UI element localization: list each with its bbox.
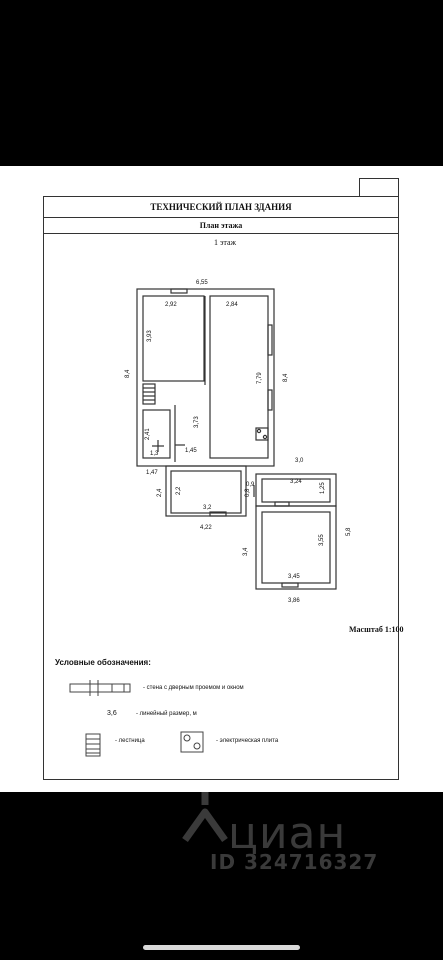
document-subtitle: План этажа (43, 218, 399, 234)
room1-wall (142, 295, 205, 382)
window (267, 324, 273, 356)
dim-door-height: 0,8 (245, 488, 251, 497)
dim-wc-width: 1,3 (150, 451, 159, 457)
window (267, 389, 273, 411)
room2-wall (209, 295, 269, 459)
dim-hall-width: 1,45 (185, 448, 197, 454)
window (274, 501, 290, 507)
document-frame (43, 196, 399, 780)
legend-title: Условные обозначения: (55, 658, 151, 667)
dim-wc-height: 2,41 (145, 428, 151, 440)
floor-label: 1 этаж (213, 238, 237, 247)
dim-room4-height: 1,25 (320, 482, 326, 494)
dim-room2-width: 2,84 (226, 302, 238, 308)
legend-stairs-icon (85, 733, 101, 757)
window (209, 511, 227, 517)
legend-stairs-text: - лестница (115, 738, 145, 744)
stamp-corner-box (359, 178, 399, 197)
dim-step-width: 1,47 (146, 470, 158, 476)
dim-ext-height: 5,8 (346, 527, 352, 536)
wc-wall (142, 409, 171, 459)
dim-left-height: 8,4 (125, 369, 131, 378)
stove-symbol (255, 427, 269, 441)
dim-room5-height: 3,55 (319, 534, 325, 546)
room5-wall (255, 505, 337, 590)
window (281, 582, 299, 588)
dim-room2-height: 7,79 (257, 372, 263, 384)
dim-left-small-height: 2,4 (157, 488, 163, 497)
document-title: ТЕХНИЧЕСКИЙ ПЛАН ЗДАНИЯ (43, 196, 399, 218)
window (170, 288, 188, 294)
dim-door-width: 0,9 (246, 482, 255, 488)
plan-walls (136, 288, 337, 590)
watermark-brand: циан (228, 808, 347, 859)
dim-room3-height: 2,2 (176, 486, 182, 495)
room3-inner-wall (170, 470, 242, 514)
dim-room3-width: 3,2 (203, 505, 212, 511)
document-sheet (0, 166, 443, 792)
home-indicator[interactable] (143, 945, 300, 950)
dim-room5-side: 3,4 (243, 547, 249, 556)
legend-linear-text: - линейный размер, м (136, 711, 197, 717)
legend-wall-icon (69, 683, 131, 693)
room4-inner-wall (261, 478, 331, 503)
dim-gap-width: 3,0 (295, 458, 304, 464)
dim-room1-height: 3,93 (147, 330, 153, 342)
dim-room5-outer-width: 3,86 (288, 598, 300, 604)
legend-linear-value: 3,6 (107, 710, 117, 717)
legend-wall-text: - стена с дверным проемом и окном (143, 685, 244, 691)
dim-hall-height: 3,73 (194, 416, 200, 428)
scale-label: Масштаб 1:100 (349, 625, 404, 634)
dim-room1-width: 2,92 (165, 302, 177, 308)
legend-stove-icon (180, 731, 204, 753)
dim-right-height: 8,4 (283, 373, 289, 382)
dim-room4-width: 3,24 (290, 479, 302, 485)
dim-room5-width: 3,45 (288, 574, 300, 580)
watermark-id: ID 324716327 (210, 850, 379, 874)
room3-wall (165, 465, 247, 517)
legend-stove-text: - электрическая плита (216, 738, 279, 744)
stairs-symbol (142, 383, 156, 405)
dim-bottom-width: 4,22 (200, 525, 212, 531)
dim-top-width: 6,55 (196, 280, 208, 286)
